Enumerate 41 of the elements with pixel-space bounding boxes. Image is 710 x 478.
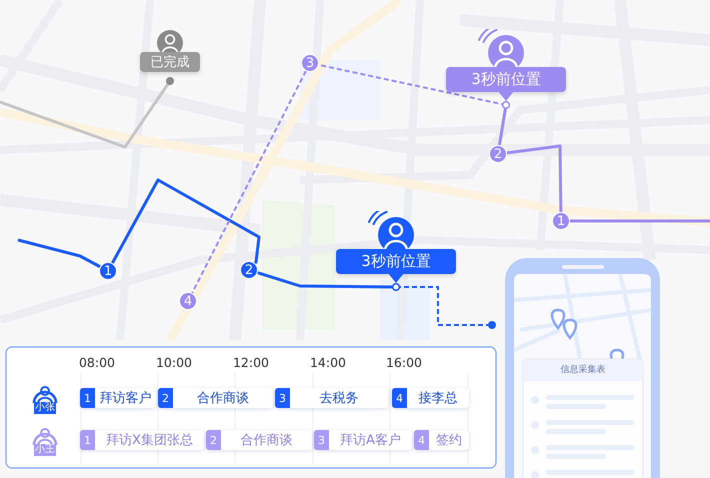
time-label: 16:00 xyxy=(386,355,422,370)
time-label: 10:00 xyxy=(156,355,192,370)
name-tag: 小王 xyxy=(34,444,56,456)
time-label: 12:00 xyxy=(232,355,270,370)
task-name: 拜访A客户 xyxy=(339,432,402,450)
task-bar xyxy=(275,388,388,408)
step-number: 4 xyxy=(414,430,429,450)
task-bar xyxy=(206,430,312,450)
task-name: 合作商谈 xyxy=(240,432,294,450)
task-bar xyxy=(392,388,469,408)
location-label: 已完成 xyxy=(140,52,200,72)
task-name: 合作商谈 xyxy=(196,390,250,408)
step-number: 2 xyxy=(158,388,173,408)
task-bar xyxy=(80,388,156,408)
route-line xyxy=(18,238,101,268)
route-line xyxy=(570,220,710,222)
route-line xyxy=(111,178,260,264)
time-label: 14:00 xyxy=(310,355,346,370)
form-title: 信息采集表 xyxy=(560,364,606,376)
step-number: 3 xyxy=(314,430,329,450)
task-name: 去税务 xyxy=(318,390,360,408)
step-number: 4 xyxy=(392,388,407,408)
task-bar xyxy=(414,430,469,450)
step-number: 1 xyxy=(80,388,95,408)
task-name: 拜访客户 xyxy=(98,390,152,408)
task-name: 拜访X集团张总 xyxy=(105,432,194,450)
task-name: 签约 xyxy=(435,432,463,450)
task-bar xyxy=(80,430,204,450)
route-line xyxy=(506,144,562,212)
location-marker xyxy=(334,211,458,291)
dashed-route-line xyxy=(191,70,307,294)
time-label: 08:00 xyxy=(78,355,116,370)
step-number: 1 xyxy=(80,430,95,450)
task-name: 接李总 xyxy=(418,390,458,408)
name-tag: 小张 xyxy=(34,402,56,414)
step-number: 3 xyxy=(275,388,290,408)
location-marker xyxy=(138,28,202,85)
location-marker xyxy=(444,29,568,109)
step-number: 2 xyxy=(206,430,221,450)
task-bar xyxy=(314,430,412,450)
task-bar xyxy=(158,388,273,408)
